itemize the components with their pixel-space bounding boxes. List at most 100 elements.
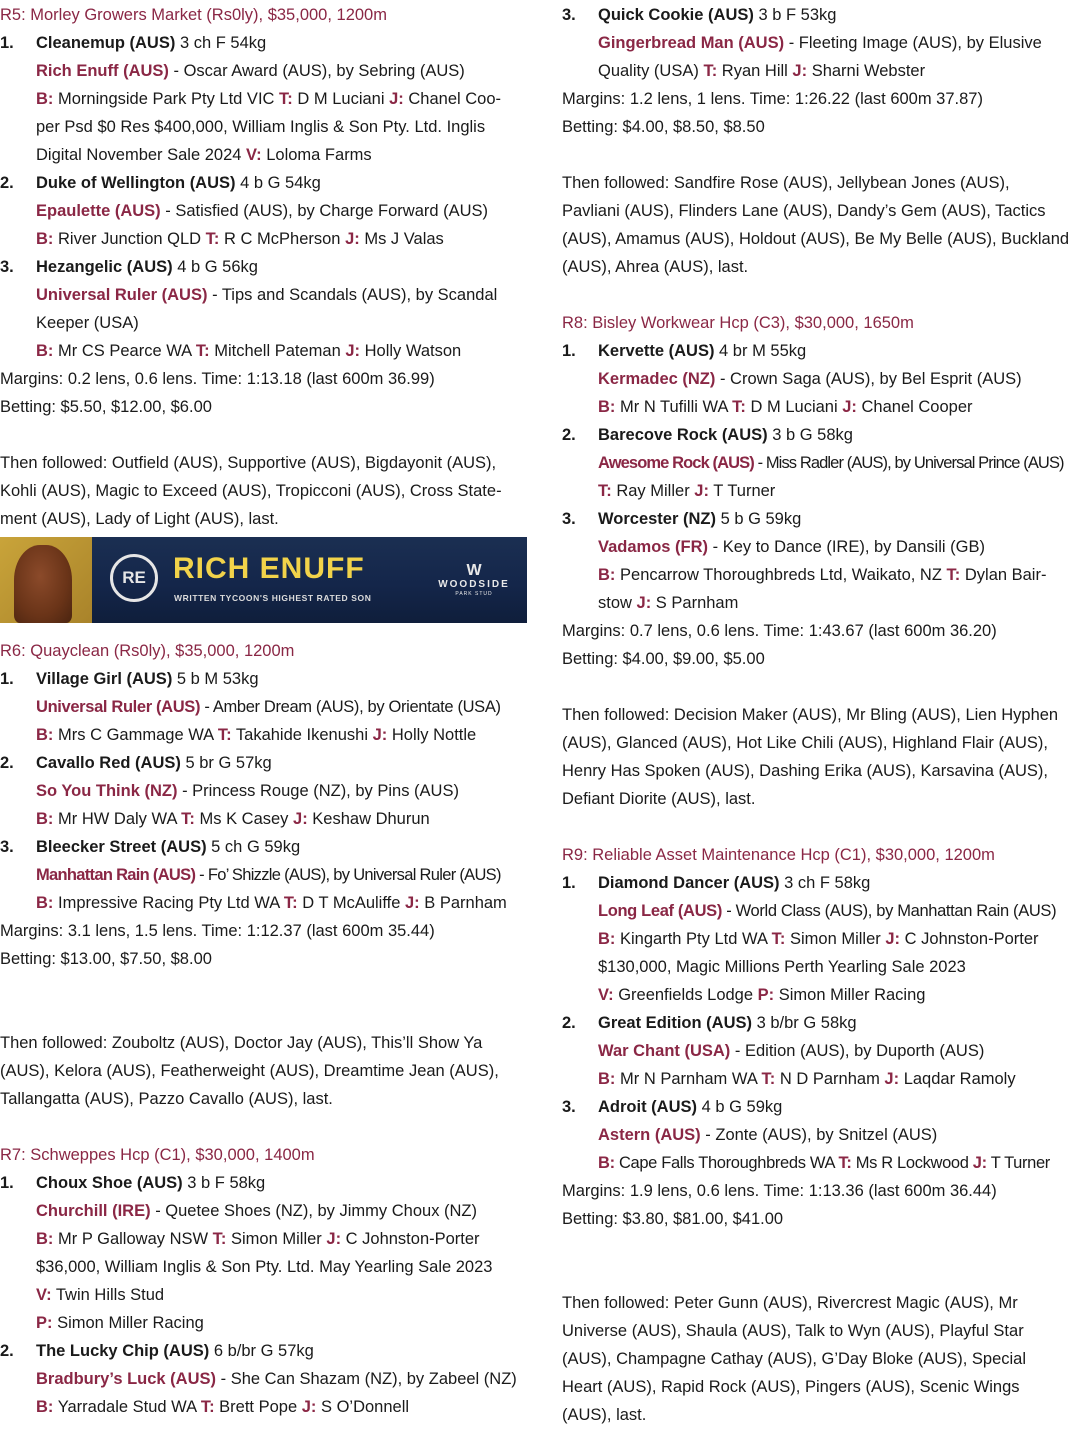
jockey-label: J: <box>326 1230 342 1248</box>
purchaser: Simon Miller Racing <box>57 1314 204 1332</box>
breeder-label: B: <box>36 90 54 108</box>
then-followed: Pavliani (AUS), Flinders Lane (AUS), Dan… <box>562 202 1046 220</box>
breeder: Yarradale Stud WA <box>57 1398 197 1416</box>
horse-name: Village Girl (AUS) <box>36 670 173 688</box>
placing-position: 1. <box>562 874 576 892</box>
horse-desc: 3 ch F 58kg <box>784 874 871 892</box>
breeder-label: B: <box>36 726 54 744</box>
sire-name: Kermadec (NZ) <box>598 370 716 388</box>
pedigree: - Quetee Shoes (NZ), by Jimmy Choux (NZ) <box>155 1202 478 1220</box>
left-column: R5: Morley Growers Market (Rs0ly), $35,0… <box>0 1 532 1421</box>
vendor-label: V: <box>36 1286 52 1304</box>
horse-name: Barecove Rock (AUS) <box>598 426 768 444</box>
then-followed: Henry Has Spoken (AUS), Dashing Erika (A… <box>562 762 1048 780</box>
placing-r9-1: 1. Diamond Dancer (AUS) 3 ch F 58kg Long… <box>562 869 1088 1009</box>
then-followed: (AUS), last. <box>562 1406 647 1424</box>
placing-r6-3: 3. Bleecker Street (AUS) 5 ch G 59kg Man… <box>0 833 532 917</box>
race-heading-r5: R5: Morley Growers Market (Rs0ly), $35,0… <box>0 6 387 24</box>
jockey-label: J: <box>636 594 652 612</box>
jockey: C Johnston-Porter <box>345 1230 480 1248</box>
horse-name: Diamond Dancer (AUS) <box>598 874 780 892</box>
placing-r6-2: 2. Cavallo Red (AUS) 5 br G 57kg So You … <box>0 749 532 833</box>
jockey-label: J: <box>842 398 857 416</box>
placing-r8-3: 3. Worcester (NZ) 5 b G 59kg Vadamos (FR… <box>562 505 1088 617</box>
purchaser: Simon Miller Racing <box>778 986 926 1004</box>
horse-desc: 3 b F 58kg <box>187 1174 266 1192</box>
jockey-label: J: <box>389 90 404 108</box>
jockey: Holly Nottle <box>391 726 477 744</box>
pedigree: - Amber Dream (AUS), by Orientate (USA) <box>204 698 501 716</box>
trainer-label: T: <box>732 398 746 416</box>
horse-name: Choux Shoe (AUS) <box>36 1174 183 1192</box>
race-margins: Margins: 0.2 lens, 0.6 lens. Time: 1:13.… <box>0 370 435 388</box>
then-followed: Defiant Diorite (AUS), last. <box>562 790 756 808</box>
trainer-label: T: <box>946 566 961 584</box>
woodside-logo: W WOODSIDE PARK STUD <box>428 563 520 598</box>
race-betting: Betting: $4.00, $8.50, $8.50 <box>562 118 765 136</box>
trainer: Simon Miller <box>790 930 881 948</box>
placing-position: 2. <box>562 426 576 444</box>
pedigree: - Crown Saga (AUS), by Bel Esprit (AUS) <box>719 370 1022 388</box>
sire-name: Churchill (IRE) <box>36 1202 151 1220</box>
pedigree: - Miss Radler (AUS), by Universal Prince… <box>757 454 1065 472</box>
trainer-label: T: <box>838 1154 852 1172</box>
jockey-label: J: <box>885 930 901 948</box>
stud-name: WOODSIDE <box>438 579 510 590</box>
breeder: River Junction QLD <box>58 230 202 248</box>
race-betting: Betting: $5.50, $12.00, $6.00 <box>0 398 212 416</box>
pedigree: - Oscar Award (AUS), by Sebring (AUS) <box>173 62 465 80</box>
trainer: Brett Pope <box>219 1398 298 1416</box>
breeder: Mr P Galloway NSW <box>58 1230 209 1248</box>
trainer: stow <box>598 594 632 612</box>
jockey-label: J: <box>293 810 308 828</box>
then-followed: (AUS), Kelora (AUS), Featherweight (AUS)… <box>0 1062 499 1080</box>
horse-desc: 3 b/br G 58kg <box>756 1014 857 1032</box>
race-betting: Betting: $3.80, $81.00, $41.00 <box>562 1210 784 1228</box>
breeder: Mr N Parnham WA <box>620 1070 757 1088</box>
then-followed: Then followed: Peter Gunn (AUS), Rivercr… <box>562 1294 1018 1312</box>
vendor: Greenfields Lodge <box>618 986 754 1004</box>
placing-position: 2. <box>562 1014 576 1032</box>
jockey-label: J: <box>345 230 360 248</box>
then-followed: Then followed: Zouboltz (AUS), Doctor Ja… <box>0 1034 483 1052</box>
horse-desc: 3 b G 58kg <box>772 426 853 444</box>
jockey: S Parnham <box>655 594 739 612</box>
jockey: C Johnston-Porter <box>904 930 1039 948</box>
stud-sub: PARK STUD <box>455 591 493 597</box>
then-followed: ment (AUS), Lady of Light (AUS), last. <box>0 510 279 528</box>
placing-r5-1: 1. Cleanemup (AUS) 3 ch F 54kg Rich Enuf… <box>0 29 532 169</box>
rich-enuff-banner-ad[interactable]: RE RICH ENUFF WRITTEN TYCOON'S HIGHEST R… <box>0 537 527 623</box>
horse-name: Cleanemup (AUS) <box>36 34 176 52</box>
race-heading-r8: R8: Bisley Workwear Hcp (C3), $30,000, 1… <box>562 314 914 332</box>
jockey: B Parnham <box>424 894 507 912</box>
breeder: Impressive Racing Pty Ltd WA <box>58 894 280 912</box>
pedigree: - Princess Rouge (NZ), by Pins (AUS) <box>182 782 459 800</box>
trainer: Simon Miller <box>231 1230 322 1248</box>
horse-desc: 3 b F 53kg <box>758 6 837 24</box>
horse-name: Bleecker Street (AUS) <box>36 838 207 856</box>
race-margins: Margins: 0.7 lens, 0.6 lens. Time: 1:43.… <box>562 622 997 640</box>
re-logo-icon: RE <box>110 554 158 602</box>
trainer: D T McAuliffe <box>302 894 401 912</box>
then-followed: Universe (AUS), Shaula (AUS), Talk to Wy… <box>562 1322 1024 1340</box>
breeder: Mr CS Pearce WA <box>58 342 192 360</box>
sire-name: Epaulette (AUS) <box>36 202 161 220</box>
horse-desc: 5 ch G 59kg <box>211 838 301 856</box>
trainer-label: T: <box>181 810 195 828</box>
vendor: Loloma Farms <box>266 146 372 164</box>
trainer-label: T: <box>761 1070 776 1088</box>
horse-name: Great Edition (AUS) <box>598 1014 753 1032</box>
horse-name: Cavallo Red (AUS) <box>36 754 181 772</box>
trainer-label: T: <box>212 1230 227 1248</box>
jockey: S O’Donnell <box>320 1398 410 1416</box>
trainer: Ray Miller <box>616 482 690 500</box>
then-followed: Kohli (AUS), Magic to Exceed (AUS), Trop… <box>0 482 502 500</box>
jockey: T Turner <box>990 1154 1051 1172</box>
vendor-label: V: <box>246 146 262 164</box>
placing-r5-3: 3. Hezangelic (AUS) 4 b G 56kg Universal… <box>0 253 532 365</box>
placing-position: 1. <box>0 34 14 52</box>
sire-name: Gingerbread Man (AUS) <box>598 34 785 52</box>
trainer-label: T: <box>598 482 612 500</box>
vendor: Twin Hills Stud <box>55 1286 165 1304</box>
horse-desc: 6 b/br G 57kg <box>213 1342 314 1360</box>
